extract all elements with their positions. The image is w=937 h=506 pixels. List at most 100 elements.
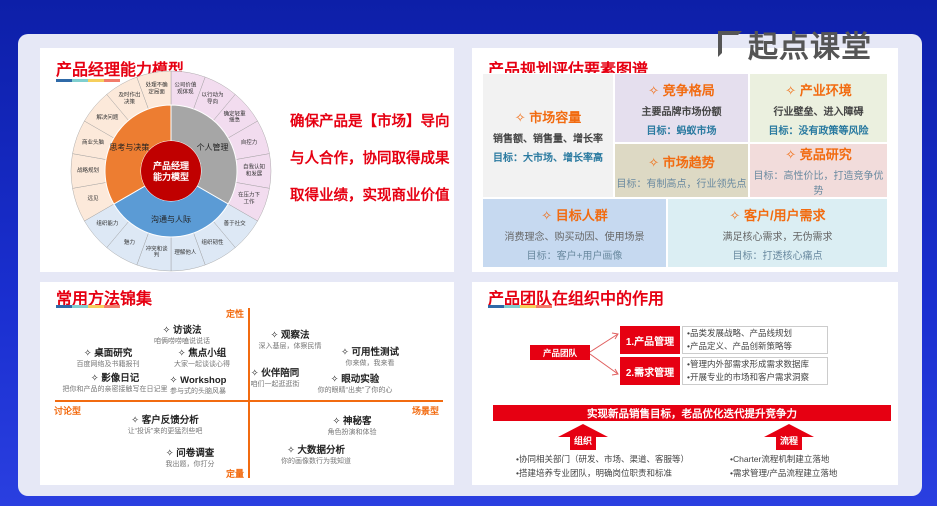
up-arrow-icon bbox=[764, 424, 814, 450]
title-underline bbox=[56, 305, 120, 308]
brand-logo: 起点课堂 bbox=[718, 22, 872, 66]
cell-goal: 目标：高性价比，打造竞争优势 bbox=[753, 171, 884, 197]
cell-desc: 满足核心需求，无伪需求 bbox=[722, 231, 833, 243]
diamond-icon: ✧ bbox=[514, 110, 530, 125]
method-item: ✧ Workshop 参与式的头脑风暴 bbox=[170, 375, 227, 396]
cell-heading-text: 竞争格局 bbox=[662, 82, 715, 98]
diamond-icon: ✧ bbox=[785, 82, 800, 98]
cell-heading: ✧ 市场趋势 bbox=[648, 152, 715, 171]
method-item: ✧ 伙伴陪同咱们一起逛逛街 bbox=[251, 365, 300, 389]
method-desc: 把你和产品的亲密接触写在日记里 bbox=[62, 386, 168, 393]
method-desc: 咱们一起逛逛街 bbox=[250, 381, 300, 388]
method-desc: 参与式的头脑风暴 bbox=[169, 388, 226, 395]
sector-label: 思考与决策 bbox=[109, 142, 149, 152]
logo-text: 起点课堂 bbox=[748, 31, 872, 64]
diamond-icon: ✧ bbox=[648, 82, 663, 98]
center-label: 产品经理 bbox=[153, 160, 189, 171]
cell-heading-text: 市场趋势 bbox=[662, 154, 715, 170]
desc-item: •产品定义、产品创新策略等 bbox=[687, 341, 792, 351]
center-circle bbox=[141, 141, 201, 201]
method-item: ✧ 影像日记把你和产品的亲密接触写在日记里 bbox=[63, 370, 168, 394]
method-name: 大数据分析 bbox=[297, 445, 346, 456]
method-item: ✧ 大数据分析你的画像数行为我知道 bbox=[281, 442, 351, 466]
method-desc: 让“投诉”来的更猛烈些吧 bbox=[127, 428, 203, 435]
diamond-icon: ✧ bbox=[785, 147, 800, 162]
diamond-icon: ✧ bbox=[648, 154, 663, 170]
method-desc: 角色扮演和体验 bbox=[327, 429, 377, 436]
planning-cell: ✧ 竞品研究目标：高性价比，打造竞争优势 bbox=[749, 143, 888, 198]
cell-goal: 目标：没有政策等风险 bbox=[768, 125, 869, 137]
role-requirement-management: 2.需求管理 bbox=[620, 357, 680, 385]
cell-heading: ✧ 客户/用户需求 bbox=[729, 205, 825, 224]
axis-label-right: 场景型 bbox=[412, 406, 440, 416]
competency-model-card: 产品经理能力模型 个人管理沟通与人际思考与决策产品经理能力模型 公司价值观体现以… bbox=[40, 48, 454, 272]
planning-cell: ✧ 目标人群消费理念、购买动因、使用场景目标：客户+用户画像 bbox=[482, 198, 667, 268]
cell-desc: 消费理念、购买动因、使用场景 bbox=[504, 231, 645, 243]
pillar-item: •Charter流程机制建立落地 bbox=[730, 454, 830, 464]
outer-label: 确定轻重缓急 bbox=[223, 111, 246, 124]
diamond-icon: ✧ bbox=[177, 348, 189, 359]
diamond-icon: ✧ bbox=[83, 348, 95, 359]
method-name: 神秘客 bbox=[343, 416, 372, 427]
title-underline bbox=[488, 305, 552, 308]
method-item: ✧ 神秘客角色扮演和体验 bbox=[328, 413, 377, 437]
method-desc: 深入基层，体察民情 bbox=[258, 343, 322, 350]
cell-desc: 主要品牌市场份额 bbox=[641, 106, 722, 118]
pillar-label: 流程 bbox=[779, 436, 798, 446]
pillar-items: •Charter流程机制建立落地 •需求管理/产品流程建立落地 bbox=[730, 452, 837, 480]
cell-heading: ✧ 市场容量 bbox=[515, 107, 582, 126]
diamond-icon: ✧ bbox=[169, 375, 181, 386]
up-arrow-icon bbox=[558, 424, 608, 450]
slogan: 确保产品是【市场】导向 bbox=[290, 114, 450, 130]
goal-banner: 实现新品销售目标，老品优化迭代提升竞争力 bbox=[493, 405, 891, 421]
outer-label: 冲突和谈判 bbox=[145, 246, 168, 259]
outer-label: 以行动为导向 bbox=[201, 92, 224, 106]
method-item: ✧ 客户反馈分析让“投诉”来的更猛烈些吧 bbox=[128, 412, 203, 436]
outer-label: 在压力下工作 bbox=[237, 192, 260, 206]
outer-label: 组织能力 bbox=[96, 221, 119, 228]
planning-card: 产品规划评估要素图谱 ✧ 市场容量销售额、销售量、增长率目标：大市场、增长率高✧… bbox=[472, 48, 898, 272]
method-item: ✧ 可用性测试你来做，我来看 bbox=[341, 344, 399, 368]
method-name: 客户反馈分析 bbox=[141, 415, 199, 426]
role-product-management: 1.产品管理 bbox=[620, 326, 680, 354]
cell-goal: 目标：大市场、增长率高 bbox=[493, 153, 603, 164]
planning-cell: ✧ 市场趋势目标：有制高点，行业领先点 bbox=[614, 143, 749, 198]
outer-label: 自我认知和发展 bbox=[242, 164, 265, 178]
method-name: 可用性测试 bbox=[351, 347, 400, 358]
method-name: 访谈法 bbox=[173, 325, 202, 336]
axis-label-bottom: 定量 bbox=[226, 469, 245, 479]
method-desc: 大家一起谈谈心得 bbox=[174, 361, 230, 368]
slogan: 取得业绩，实现商业价值 bbox=[290, 188, 450, 204]
diamond-icon: ✧ bbox=[729, 207, 744, 223]
cell-desc: 销售额、销售量、增长率 bbox=[493, 134, 603, 145]
method-name: 影像日记 bbox=[101, 373, 140, 384]
outer-label: 商业头脑 bbox=[81, 139, 104, 146]
method-name: 伙伴陪同 bbox=[261, 368, 300, 379]
diamond-icon: ✧ bbox=[332, 416, 344, 427]
desc-item: •开展专业的市场和客户需求洞察 bbox=[687, 372, 809, 382]
method-item: ✧ 焦点小组大家一起谈谈心得 bbox=[174, 345, 230, 369]
cell-heading: ✧ 产业环境 bbox=[785, 80, 852, 99]
outer-label: 及时作出决策 bbox=[118, 92, 141, 106]
method-desc: 你的画像数行为我知道 bbox=[281, 458, 351, 465]
sector-label: 个人管理 bbox=[197, 142, 229, 152]
diamond-icon: ✧ bbox=[270, 330, 282, 341]
outer-label: 理解他人 bbox=[174, 249, 197, 256]
diamond-icon: ✧ bbox=[162, 325, 174, 336]
diamond-icon: ✧ bbox=[165, 448, 177, 459]
title-underline bbox=[56, 79, 120, 82]
method-name: Workshop bbox=[180, 375, 227, 386]
cell-heading: ✧ 竞争格局 bbox=[648, 80, 715, 99]
method-desc: 你的眼睛“出卖”了你的心 bbox=[317, 387, 393, 394]
method-name: 眼动实验 bbox=[341, 374, 380, 385]
outer-label: 战略规划 bbox=[76, 167, 99, 174]
cell-goal: 目标：客户+用户画像 bbox=[526, 250, 623, 262]
card-title: 产品团队在组织中的作用 bbox=[488, 291, 665, 308]
cell-heading-text: 竞品研究 bbox=[799, 147, 852, 162]
horizontal-axis bbox=[55, 400, 443, 402]
pillar-item: •搭建培养专业团队，明确岗位职责和标准 bbox=[516, 468, 672, 478]
methods-card: 常用方法锦集 定性 定量 讨论型 场景型 ✧ 访谈法咱俩唠唠嗑说说话✧ 桌面研究… bbox=[40, 282, 454, 485]
method-desc: 我出题，你打分 bbox=[165, 461, 215, 468]
method-desc: 百度网络及书籍报刊 bbox=[76, 361, 140, 368]
pillar-item: •需求管理/产品流程建立落地 bbox=[730, 468, 838, 478]
